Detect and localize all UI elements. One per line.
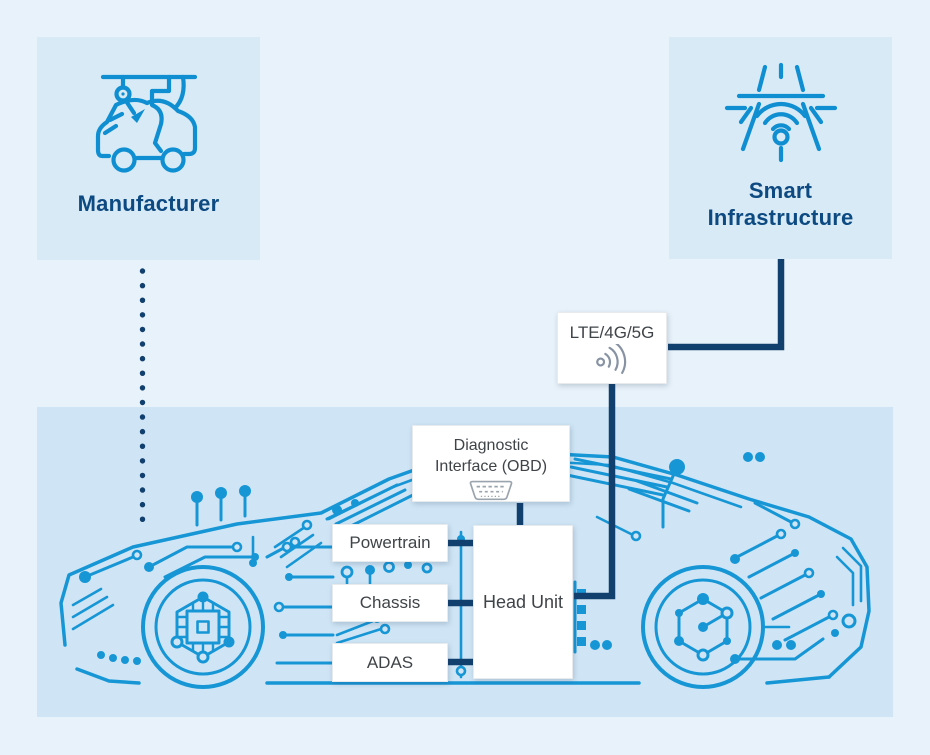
- manufacturer-tile: Manufacturer: [37, 37, 260, 260]
- smart-infrastructure-label: Smart Infrastructure: [707, 178, 854, 230]
- robotic-arm-assembling-car-icon: [95, 74, 197, 173]
- chassis-card: Chassis: [332, 584, 448, 622]
- smart-road-wifi-icon: [724, 62, 837, 163]
- powertrain-label: Powertrain: [349, 533, 431, 552]
- smart-infrastructure-tile: Smart Infrastructure: [669, 37, 892, 259]
- adas-card: ADAS: [332, 643, 448, 682]
- circuit-car-illustration: [59, 451, 871, 689]
- diagnostic-card: Diagnostic Interface (OBD): [412, 425, 570, 502]
- powertrain-card: Powertrain: [332, 524, 448, 562]
- obd-connector-icon: [469, 480, 513, 501]
- connector-smart-to-lte: [668, 259, 785, 351]
- chassis-label: Chassis: [359, 593, 421, 612]
- adas-label: ADAS: [366, 652, 414, 672]
- wireless-signal-icon: [596, 344, 627, 374]
- head-unit-card: Head Unit: [473, 525, 573, 679]
- head-unit-label: Head Unit: [482, 591, 564, 612]
- lte-card: LTE/4G/5G: [557, 312, 667, 384]
- manufacturer-label: Manufacturer: [77, 191, 220, 216]
- diagnostic-label: Diagnostic Interface (OBD): [434, 437, 548, 475]
- lte-label: LTE/4G/5G: [569, 323, 655, 342]
